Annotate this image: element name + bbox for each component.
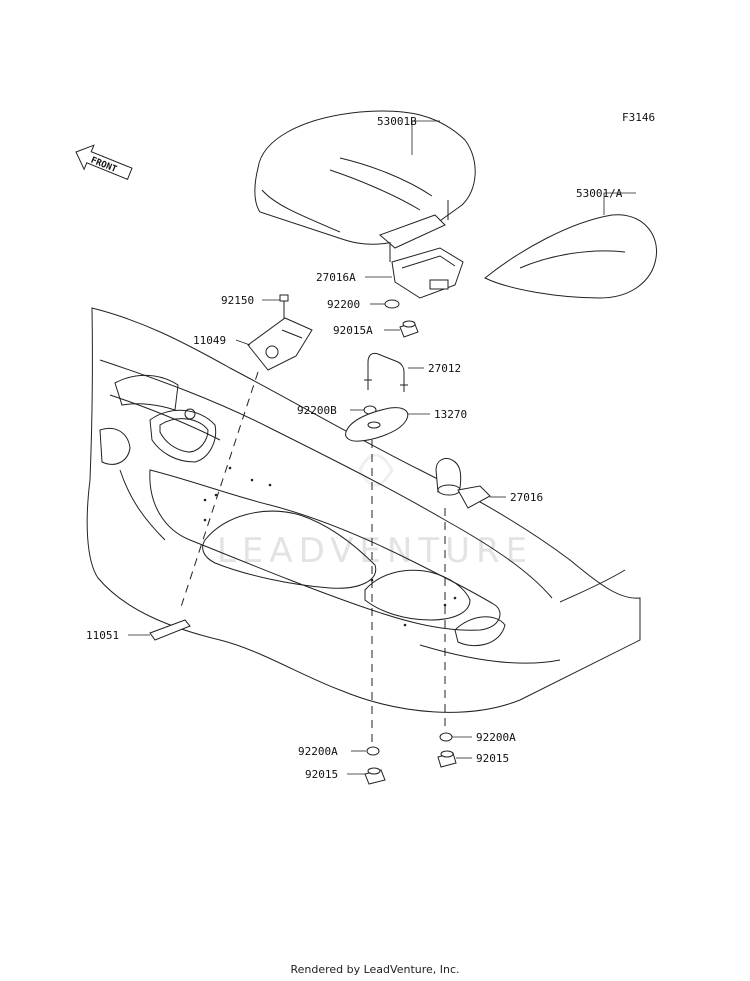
label-53001A: 53001/A bbox=[576, 187, 623, 200]
label-92015-right: 92015 bbox=[476, 752, 509, 765]
strap-11051 bbox=[149, 619, 191, 641]
label-92150: 92150 bbox=[221, 294, 254, 307]
seat-latch-27016A bbox=[391, 247, 464, 299]
washer-92200 bbox=[384, 299, 400, 309]
label-11049: 11049 bbox=[193, 334, 226, 347]
nut-92015-right bbox=[437, 750, 457, 768]
label-13270: 13270 bbox=[434, 408, 467, 421]
bracket-11049 bbox=[247, 317, 313, 371]
label-53001B: 53001B bbox=[377, 115, 417, 128]
u-bolt-27012 bbox=[364, 352, 408, 392]
label-92200: 92200 bbox=[327, 298, 360, 311]
label-92200A-left: 92200A bbox=[298, 745, 338, 758]
label-92015-left: 92015 bbox=[305, 768, 338, 781]
hull-deck bbox=[86, 307, 641, 713]
latch-27016 bbox=[435, 457, 491, 509]
washer-92200A-right bbox=[439, 732, 453, 742]
washer-92200A-left bbox=[366, 746, 380, 756]
label-92200A-right: 92200A bbox=[476, 731, 516, 744]
assembly-line-bracket bbox=[179, 371, 259, 611]
label-27016A: 27016A bbox=[316, 271, 356, 284]
front-seat-53001A bbox=[484, 214, 657, 299]
gasket-13270 bbox=[345, 407, 409, 442]
label-27016: 27016 bbox=[510, 491, 543, 504]
rear-seat-53001B bbox=[254, 110, 476, 262]
label-27012: 27012 bbox=[428, 362, 461, 375]
label-11051: 11051 bbox=[86, 629, 119, 642]
watermark-logo bbox=[358, 453, 394, 487]
nut-92015A bbox=[399, 320, 419, 338]
bolt-92150 bbox=[279, 294, 289, 320]
front-arrow-icon: FRONT bbox=[75, 144, 133, 180]
label-92200B: 92200B bbox=[297, 404, 337, 417]
footer-credit: Rendered by LeadVenture, Inc. bbox=[290, 963, 460, 976]
nut-92015-left bbox=[364, 767, 386, 785]
label-92015A: 92015A bbox=[333, 324, 373, 337]
leader-lines bbox=[128, 120, 636, 775]
figure-code: F3146 bbox=[622, 111, 655, 124]
